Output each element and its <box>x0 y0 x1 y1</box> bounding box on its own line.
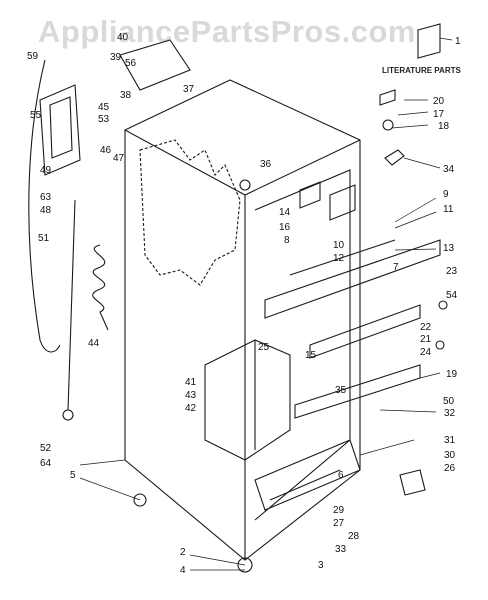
callout-52: 52 <box>40 443 52 454</box>
drain-tube <box>67 199 76 411</box>
wire-harness <box>28 59 61 353</box>
washer <box>435 340 445 350</box>
callout-42: 42 <box>185 403 197 414</box>
cabinet-top-edge <box>124 129 361 196</box>
callout-1: 1 <box>455 36 461 47</box>
callout-10: 10 <box>333 240 345 251</box>
callout-50: 50 <box>443 396 455 407</box>
hinge-cap <box>384 149 405 166</box>
callout-7: 7 <box>393 262 399 273</box>
callout-4: 4 <box>180 565 186 576</box>
liner-outline <box>254 169 351 521</box>
callout-31: 31 <box>444 435 456 446</box>
callout-26: 26 <box>444 463 456 474</box>
control-housing <box>39 84 81 176</box>
callout-labels: 1 2 3 4 5 6 7 8 9 10 11 12 13 14 15 16 1… <box>27 32 461 576</box>
callout-15: 15 <box>305 350 317 361</box>
callout-48: 48 <box>40 205 52 216</box>
nut <box>438 300 448 310</box>
evaporator-cover <box>204 339 291 461</box>
shelf-rail-lower <box>309 304 421 359</box>
callout-41: 41 <box>185 377 197 388</box>
lower-hinge <box>399 469 426 496</box>
callout-36: 36 <box>260 159 272 170</box>
plug-button <box>239 179 251 191</box>
callout-5: 5 <box>70 470 76 481</box>
callout-59: 59 <box>27 51 39 62</box>
callout-8: 8 <box>284 235 290 246</box>
cabinet-outline <box>124 79 361 561</box>
callout-47: 47 <box>113 153 125 164</box>
power-cord <box>92 244 109 331</box>
callout-38: 38 <box>120 90 132 101</box>
callout-55: 55 <box>30 110 42 121</box>
literature-parts-label: LITERATURE PARTS <box>382 66 461 75</box>
hinge-block <box>299 181 321 209</box>
callout-17: 17 <box>433 109 445 120</box>
roller-assembly <box>237 557 253 573</box>
callout-56: 56 <box>125 58 137 69</box>
callout-19: 19 <box>446 369 458 380</box>
callout-43: 43 <box>185 390 197 401</box>
callout-18: 18 <box>438 121 450 132</box>
callout-16: 16 <box>279 222 291 233</box>
callout-33: 33 <box>335 544 347 555</box>
callout-37: 37 <box>183 84 195 95</box>
callout-11: 11 <box>443 204 454 215</box>
callout-9: 9 <box>443 189 449 200</box>
callout-24: 24 <box>420 347 432 358</box>
callout-44: 44 <box>88 338 100 349</box>
callout-32: 32 <box>444 408 456 419</box>
callout-64: 64 <box>40 458 52 469</box>
callout-40: 40 <box>117 32 129 43</box>
callout-39: 39 <box>110 52 122 63</box>
callout-46: 46 <box>100 145 112 156</box>
hinge-pin-part <box>379 89 396 106</box>
callout-63: 63 <box>40 192 52 203</box>
callout-54: 54 <box>446 290 458 301</box>
callout-30: 30 <box>444 450 456 461</box>
callout-28: 28 <box>348 531 360 542</box>
callout-49: 49 <box>40 165 52 176</box>
callout-22: 22 <box>420 322 432 333</box>
thermostat-bracket <box>119 39 191 91</box>
callout-27: 27 <box>333 518 345 529</box>
rail-7 <box>289 239 396 276</box>
callout-29: 29 <box>333 505 345 516</box>
callout-25: 25 <box>258 342 270 353</box>
callout-2: 2 <box>180 547 186 558</box>
leveling-foot <box>133 493 147 507</box>
door-handle-recess <box>329 184 356 221</box>
literature-booklet-shape <box>417 23 441 59</box>
base-frame <box>254 439 361 511</box>
callout-51: 51 <box>38 233 50 244</box>
callout-53: 53 <box>98 114 110 125</box>
cutaway-area <box>139 139 241 286</box>
callout-12: 12 <box>333 253 345 264</box>
callout-14: 14 <box>279 207 291 218</box>
leader-lines <box>79 37 453 571</box>
shelf-rail-upper <box>264 239 441 319</box>
callout-20: 20 <box>433 96 445 107</box>
tube-clamp <box>62 409 74 421</box>
callout-35: 35 <box>335 385 347 396</box>
callout-6: 6 <box>338 470 344 481</box>
callout-21: 21 <box>420 334 432 345</box>
base-crossbar <box>269 469 341 501</box>
control-panel-inner <box>49 96 73 159</box>
crisper-rail <box>294 364 421 419</box>
watermark: AppliancePartsPros.com <box>38 14 416 49</box>
hinge-bushing <box>382 119 394 131</box>
callout-34: 34 <box>443 164 455 175</box>
callout-45: 45 <box>98 102 110 113</box>
callout-13: 13 <box>443 243 455 254</box>
callout-3: 3 <box>318 560 324 571</box>
callout-23: 23 <box>446 266 458 277</box>
